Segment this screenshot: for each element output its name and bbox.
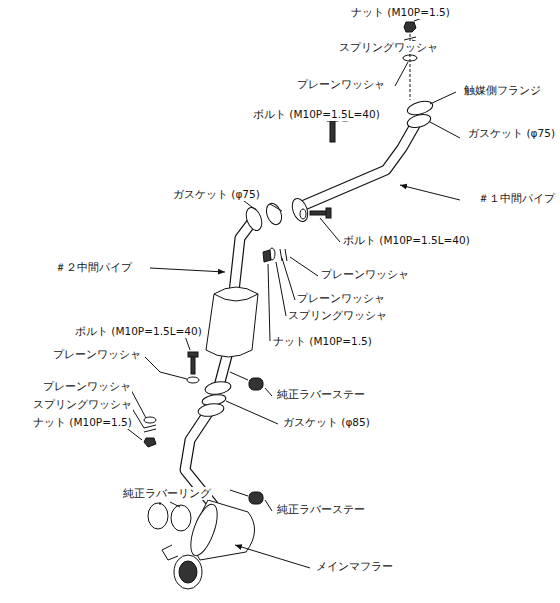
main-muffler	[162, 500, 255, 589]
part-label: ボルト (M10P=1.5L=40)	[342, 234, 471, 247]
part-label: ガスケット (φ85)	[282, 416, 371, 429]
fasteners-mid	[263, 208, 331, 262]
flanges	[197, 99, 434, 418]
part-label: プレーンワッシャ	[42, 380, 132, 393]
leader-lines	[120, 14, 460, 568]
part-label: ナット (M10P=1.5)	[32, 416, 133, 429]
part-label: スプリングワッシャ	[287, 309, 388, 322]
part-label: スプリングワッシャ	[32, 398, 133, 411]
part-label: ガスケット (φ75)	[467, 127, 556, 140]
fasteners-low	[144, 352, 199, 447]
part-label: ボルト (M10P=1.5L=40)	[74, 325, 203, 338]
part-label: プレーンワッシャ	[296, 78, 386, 91]
rubber-parts	[148, 372, 263, 531]
part-label: ＃２中間パイプ	[54, 261, 133, 274]
part-label: ボルト (M10P=1.5L=40)	[252, 108, 381, 121]
part-label: 純正ラバーステー	[276, 388, 366, 401]
part-label: スプリングワッシャ	[338, 41, 439, 54]
part-label: メインマフラー	[315, 560, 394, 573]
part-label: 純正ラバーリング	[122, 487, 212, 500]
part-label: ナット (M10P=1.5)	[272, 335, 373, 348]
part-label: ＃１中間パイプ	[477, 192, 556, 205]
part-label: ガスケット (φ75)	[172, 188, 261, 201]
pipe-1	[302, 120, 418, 206]
part-label: ナット (M10P=1.5)	[350, 6, 451, 19]
resonator	[206, 287, 258, 357]
part-label: 触媒側フランジ	[463, 84, 542, 97]
part-label: プレーンワッシャ	[296, 292, 386, 305]
part-label: プレーンワッシャ	[52, 348, 142, 361]
part-label: プレーンワッシャ	[320, 268, 410, 281]
part-label: 純正ラバーステー	[276, 503, 366, 516]
